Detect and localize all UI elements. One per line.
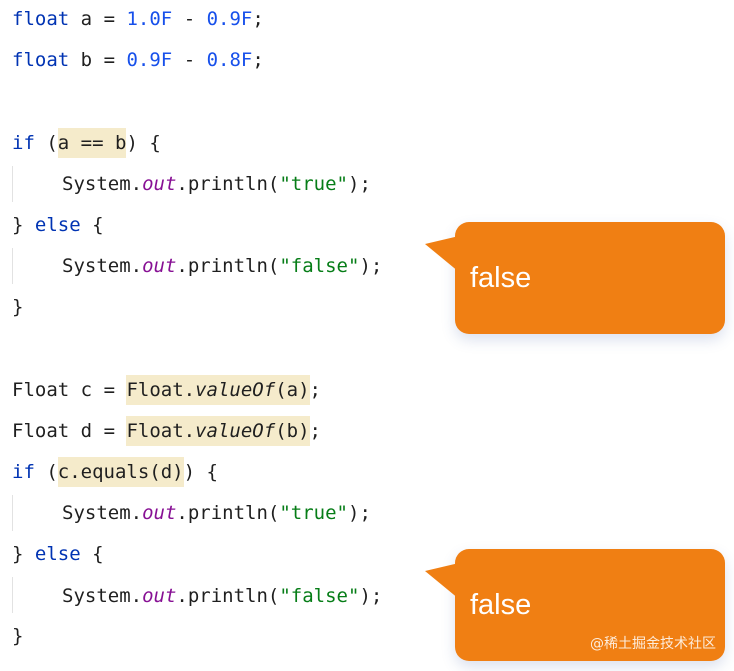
assign-op: = bbox=[103, 49, 116, 71]
valueof-highlight: Float.valueOf(a) bbox=[126, 375, 310, 405]
callout-text: false bbox=[470, 589, 532, 621]
code-line-print-true: System.out.println("true"); bbox=[62, 169, 371, 199]
paren-close-brace: ) { bbox=[126, 132, 161, 154]
number-literal: 0.8F bbox=[206, 49, 253, 71]
number-literal: 0.9F bbox=[206, 8, 253, 30]
field-out: out bbox=[142, 255, 177, 277]
string-literal: "false" bbox=[279, 585, 360, 607]
assign-op: = bbox=[103, 8, 116, 30]
println-call: .println( bbox=[176, 585, 280, 607]
code-line-float-a: float a = 1.0F - 0.9F; bbox=[12, 4, 264, 34]
call-end: ); bbox=[348, 173, 371, 195]
println-call: .println( bbox=[176, 255, 280, 277]
semicolon: ; bbox=[309, 379, 321, 401]
method-valueof: valueOf bbox=[195, 379, 276, 401]
string-literal: "false" bbox=[279, 255, 360, 277]
watermark: @稀土掘金技术社区 bbox=[590, 636, 716, 652]
class-float: Float. bbox=[126, 420, 196, 442]
call-args: (a) bbox=[275, 379, 310, 401]
brace-close: } bbox=[12, 543, 24, 565]
code-line-print-true: System.out.println("true"); bbox=[62, 498, 371, 528]
code-line-if-ab: if (a == b) { bbox=[12, 128, 161, 158]
string-literal: "true" bbox=[279, 173, 348, 195]
brace-close: } bbox=[12, 214, 24, 236]
println-call: .println( bbox=[176, 502, 280, 524]
type-float-class: Float bbox=[12, 379, 70, 401]
callout-text: false bbox=[470, 262, 532, 294]
field-out: out bbox=[142, 585, 177, 607]
paren-open: ( bbox=[46, 461, 58, 483]
number-literal: 0.9F bbox=[126, 49, 173, 71]
semicolon: ; bbox=[252, 8, 264, 30]
keyword-else: else bbox=[34, 214, 81, 236]
println-call: .println( bbox=[176, 173, 280, 195]
system-receiver: System. bbox=[62, 585, 143, 607]
code-line-else: } else { bbox=[12, 539, 104, 569]
keyword-if: if bbox=[12, 461, 35, 483]
assign-op: = bbox=[103, 379, 116, 401]
call-end: ); bbox=[359, 585, 383, 607]
condition-highlight: a == b bbox=[57, 128, 127, 158]
brace-close: } bbox=[12, 625, 24, 647]
field-out: out bbox=[142, 173, 177, 195]
code-line-else: } else { bbox=[12, 210, 104, 240]
paren-open: ( bbox=[46, 132, 58, 154]
minus-op: - bbox=[183, 8, 196, 30]
var-c: c bbox=[80, 379, 93, 401]
string-literal: "true" bbox=[279, 502, 348, 524]
semicolon: ; bbox=[309, 420, 321, 442]
assign-op: = bbox=[103, 420, 116, 442]
callout-pointer bbox=[425, 563, 459, 599]
output-callout-first: false bbox=[425, 222, 725, 334]
minus-op: - bbox=[183, 49, 196, 71]
callout-pointer bbox=[425, 236, 459, 272]
type-float-class: Float bbox=[12, 420, 70, 442]
method-valueof: valueOf bbox=[195, 420, 276, 442]
indent-guide bbox=[12, 495, 13, 531]
var-b: b bbox=[80, 49, 93, 71]
code-line-float-c: Float c = Float.valueOf(a); bbox=[12, 375, 321, 405]
indent-guide bbox=[12, 248, 13, 284]
paren-close-brace: ) { bbox=[183, 461, 218, 483]
keyword-float: float bbox=[12, 49, 70, 71]
brace-open: { bbox=[92, 214, 104, 236]
var-d: d bbox=[80, 420, 93, 442]
output-callout-second: false bbox=[425, 549, 725, 661]
system-receiver: System. bbox=[62, 502, 143, 524]
keyword-if: if bbox=[12, 132, 35, 154]
condition-highlight: c.equals(d) bbox=[57, 457, 184, 487]
code-line-print-false: System.out.println("false"); bbox=[62, 581, 382, 611]
code-line-float-d: Float d = Float.valueOf(b); bbox=[12, 416, 321, 446]
system-receiver: System. bbox=[62, 255, 143, 277]
number-literal: 1.0F bbox=[126, 8, 173, 30]
semicolon: ; bbox=[252, 49, 264, 71]
class-float: Float. bbox=[126, 379, 196, 401]
indent-guide bbox=[12, 166, 13, 202]
keyword-else: else bbox=[34, 543, 81, 565]
field-out: out bbox=[142, 502, 177, 524]
valueof-highlight: Float.valueOf(b) bbox=[126, 416, 310, 446]
code-line-print-false: System.out.println("false"); bbox=[62, 251, 382, 281]
call-args: (b) bbox=[275, 420, 310, 442]
brace-open: { bbox=[92, 543, 104, 565]
call-end: ); bbox=[359, 255, 383, 277]
var-a: a bbox=[80, 8, 93, 30]
system-receiver: System. bbox=[62, 173, 143, 195]
code-line-brace: } bbox=[12, 621, 23, 651]
brace-close: } bbox=[12, 296, 24, 318]
code-line-brace: } bbox=[12, 292, 23, 322]
indent-guide bbox=[12, 577, 13, 613]
call-end: ); bbox=[348, 502, 371, 524]
keyword-float: float bbox=[12, 8, 70, 30]
code-line-float-b: float b = 0.9F - 0.8F; bbox=[12, 45, 264, 75]
code-line-if-equals: if (c.equals(d)) { bbox=[12, 457, 218, 487]
